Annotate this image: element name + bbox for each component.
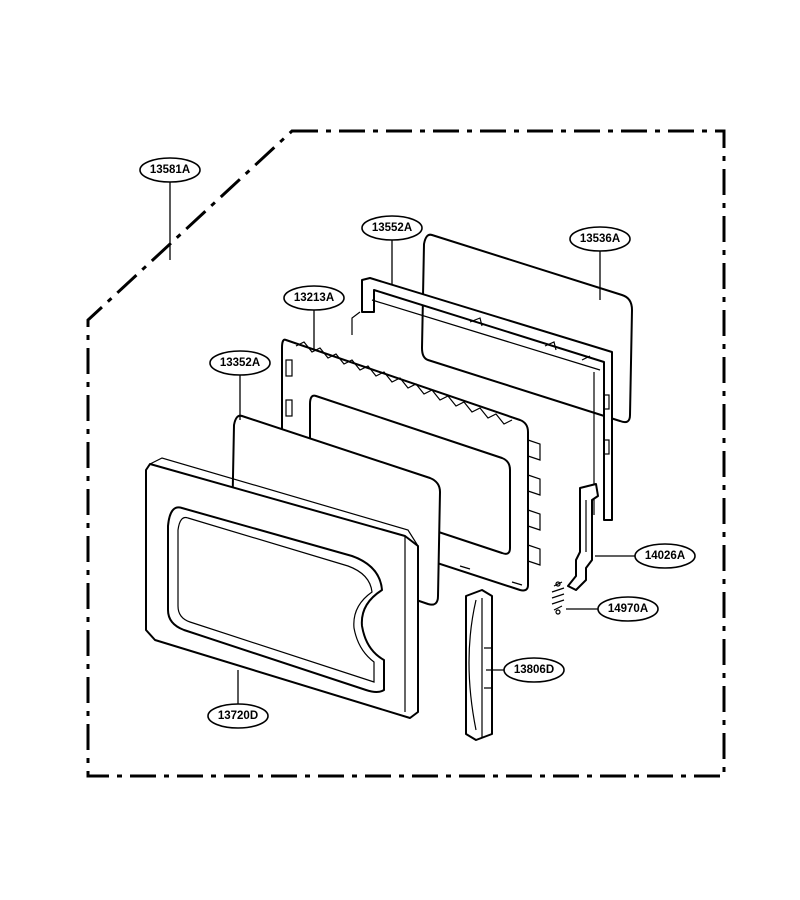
callout-13213A: 13213A: [283, 285, 345, 311]
callout-13806D: 13806D: [503, 657, 565, 683]
door-panel-part: [145, 457, 419, 719]
handle-part: [465, 589, 493, 741]
leader-lines: [169, 182, 636, 704]
svg-text:13552A: 13552A: [372, 222, 412, 234]
svg-text:13720D: 13720D: [218, 710, 258, 722]
hook-latch-part: [567, 483, 599, 591]
callout-13581A: 13581A: [139, 157, 201, 183]
assembly-boundary-line: [86, 129, 726, 778]
callout-13352A: 13352A: [209, 350, 271, 376]
svg-text:14970A: 14970A: [608, 603, 648, 615]
callout-14970A: 14970A: [597, 596, 659, 622]
callout-13552A: 13552A: [361, 215, 423, 241]
svg-text:13352A: 13352A: [220, 357, 260, 369]
svg-text:13581A: 13581A: [150, 164, 190, 176]
svg-text:13213A: 13213A: [294, 292, 334, 304]
callout-14026A: 14026A: [634, 543, 696, 569]
svg-text:14026A: 14026A: [645, 550, 685, 562]
callout-13720D: 13720D: [207, 703, 269, 729]
svg-text:13806D: 13806D: [514, 664, 554, 676]
spring-part: [551, 581, 565, 615]
svg-text:13536A: 13536A: [580, 233, 620, 245]
callout-13536A: 13536A: [569, 226, 631, 252]
